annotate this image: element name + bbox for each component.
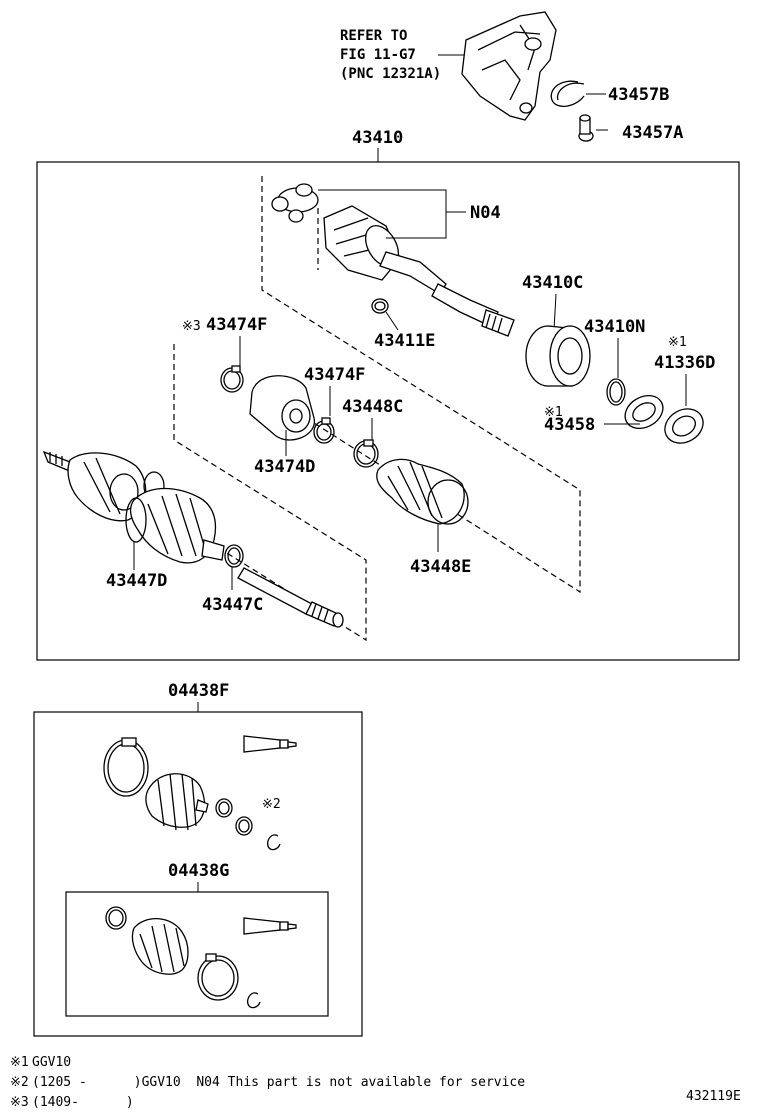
clamp-43448C[interactable] [353, 439, 379, 468]
footnotes: ※1 GGV10 ※2 (1205 - )GGV10 N04 This part… [10, 1055, 525, 1110]
label-04438G[interactable]: 04438G [168, 861, 229, 881]
label-43458[interactable]: 43458 [544, 415, 595, 435]
clamp-43474F-inner[interactable] [313, 417, 335, 444]
footnote-1-text: GGV10 [32, 1055, 71, 1070]
clamp-43474F-outer[interactable] [220, 365, 244, 393]
footnote-2-text: (1205 - )GGV10 N04 This part is not avai… [32, 1075, 525, 1090]
tripod-joint-N04[interactable] [271, 183, 319, 223]
label-43474F-mid[interactable]: 43474F [304, 365, 365, 385]
damper-43474D[interactable] [249, 375, 315, 441]
footnote-3-text: (1409- ) [32, 1095, 134, 1110]
mark-41336D: ※1 [668, 335, 687, 350]
label-43411E[interactable]: 43411E [374, 331, 435, 351]
mark-43458: ※1 [544, 405, 563, 420]
label-43448E[interactable]: 43448E [410, 557, 471, 577]
kit-small-clamp-1[interactable] [215, 798, 233, 818]
drive-shaft-assembly-box [36, 161, 740, 661]
kit-outer-boot[interactable] [145, 773, 209, 831]
kit2-snap-ring[interactable] [246, 992, 261, 1009]
intermediate-bracket[interactable] [461, 11, 557, 121]
label-43474F-top[interactable]: 43474F [206, 315, 267, 335]
label-43447C[interactable]: 43447C [202, 595, 263, 615]
label-04438F[interactable]: 04438F [168, 681, 229, 701]
kit-snap-ring[interactable] [266, 834, 281, 851]
mark-43474F: ※3 [182, 319, 201, 334]
label-43447D[interactable]: 43447D [106, 571, 167, 591]
kit-large-band[interactable] [103, 737, 149, 797]
label-43410C[interactable]: 43410C [522, 273, 583, 293]
refer-to-line1: REFER TO [340, 28, 407, 44]
label-43457A[interactable]: 43457A [622, 123, 683, 143]
stub-shaft[interactable] [379, 251, 515, 337]
shaft-bar[interactable] [237, 567, 344, 628]
boot-kit-inner-box [65, 891, 329, 1017]
outboard-joint-43447D[interactable] [42, 450, 225, 564]
boot-kit-box [33, 711, 363, 1037]
bearing-43410C[interactable] [525, 325, 591, 387]
footnote-2-mark: ※2 [10, 1075, 29, 1090]
label-43448C[interactable]: 43448C [342, 397, 403, 417]
oil-seal-41336D[interactable] [659, 402, 710, 450]
clamp-43447C[interactable] [224, 544, 244, 568]
label-43410[interactable]: 43410 [352, 128, 403, 148]
refer-to-line3: (PNC 12321A) [340, 66, 441, 82]
footnote-3-mark: ※3 [10, 1095, 29, 1110]
snap-ring-43410N[interactable] [606, 378, 626, 406]
label-43457B[interactable]: 43457B [608, 85, 669, 105]
refer-to-label: REFER TO FIG 11-G7 (PNC 12321A) [340, 28, 441, 82]
footnote-1-mark: ※1 [10, 1055, 29, 1070]
label-43474D[interactable]: 43474D [254, 457, 315, 477]
label-N04[interactable]: N04 [470, 203, 501, 223]
snap-ring-43457B[interactable] [550, 80, 585, 107]
bolt-43457A[interactable] [578, 114, 594, 142]
label-41336D[interactable]: 41336D [654, 353, 715, 373]
snap-ring-43411E[interactable] [371, 298, 389, 314]
label-43410N[interactable]: 43410N [584, 317, 645, 337]
kit2-inner-boot[interactable] [131, 918, 189, 975]
kit2-grease-tube[interactable] [243, 917, 297, 935]
boot-43448E[interactable] [376, 458, 469, 525]
seal-43458[interactable] [619, 389, 669, 435]
kit-grease-tube[interactable] [243, 735, 297, 753]
diagram-code: 432119E [686, 1089, 741, 1104]
mark-kit: ※2 [262, 797, 281, 812]
kit-small-clamp-2[interactable] [235, 816, 253, 836]
refer-to-line2: FIG 11-G7 [340, 47, 416, 63]
kit2-large-band[interactable] [197, 953, 239, 1001]
kit2-small-band[interactable] [105, 906, 127, 930]
